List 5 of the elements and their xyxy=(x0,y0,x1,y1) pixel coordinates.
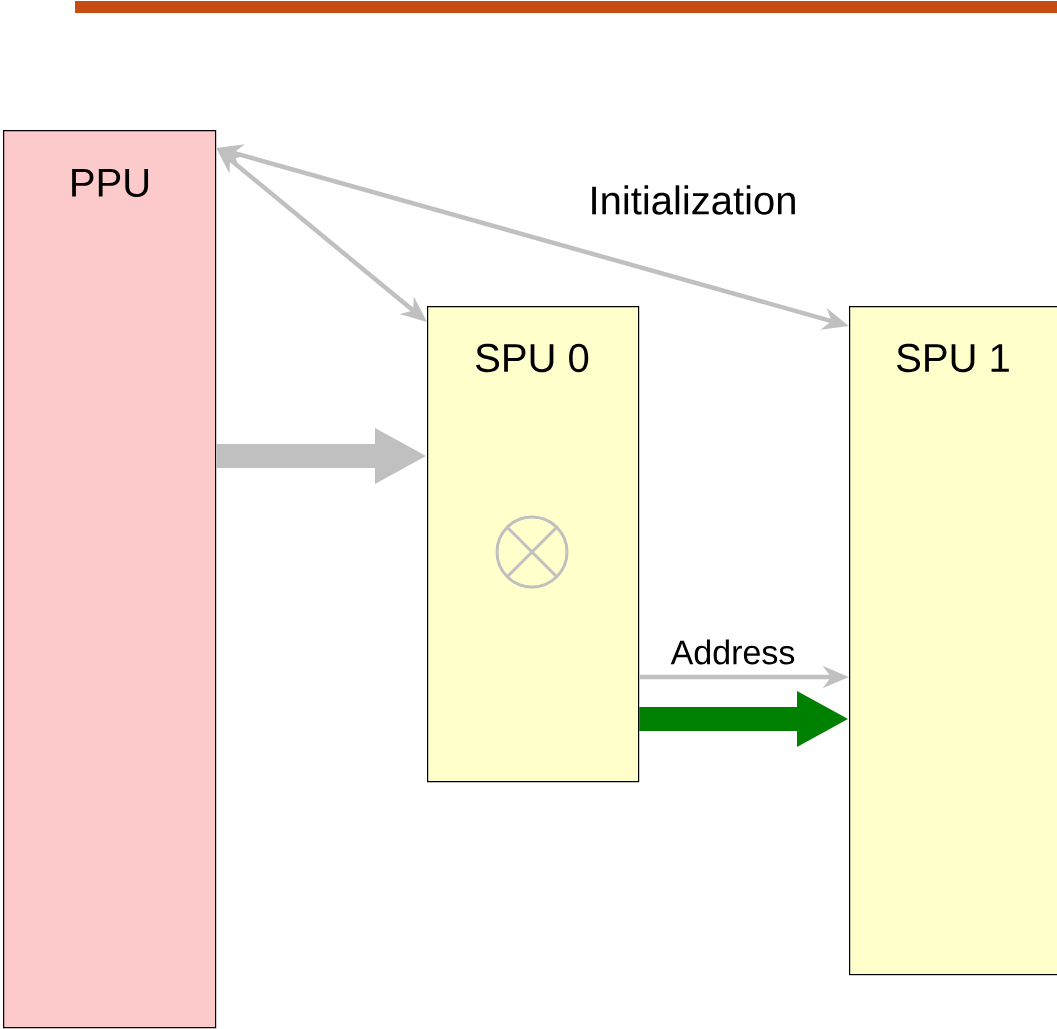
edge-label: Address xyxy=(669,638,797,666)
process-box: PPU xyxy=(3,130,217,1029)
process-box: SPU 0 xyxy=(427,306,640,783)
process-box: SPU 1 xyxy=(849,306,1057,976)
edge-label: Initialization xyxy=(587,184,799,216)
